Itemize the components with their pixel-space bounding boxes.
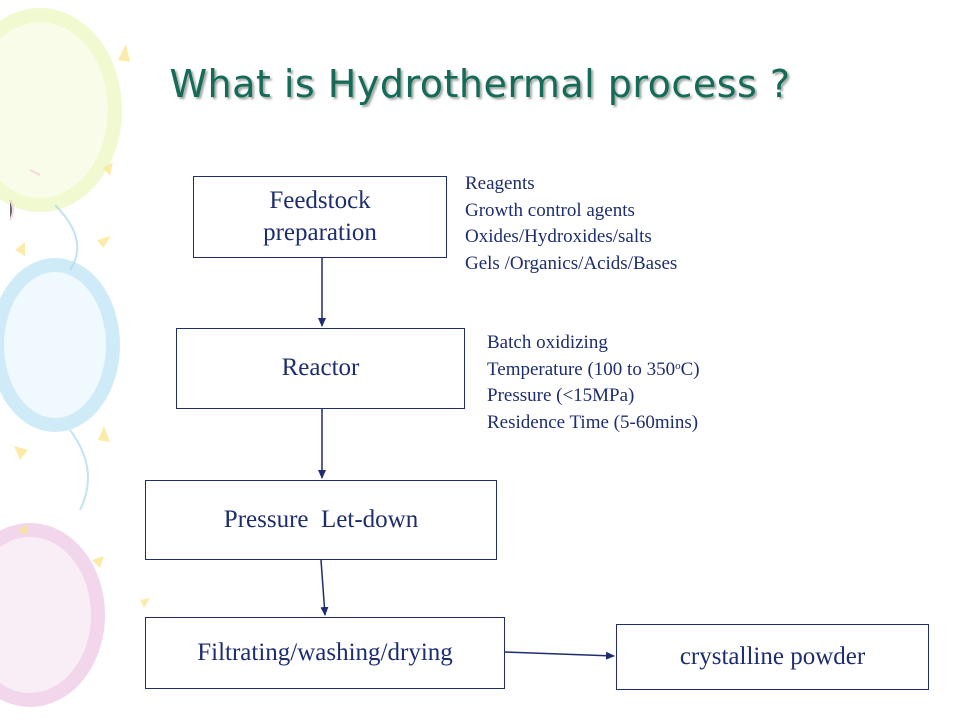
reactor-note-line: Residence Time (5-60mins)	[487, 411, 699, 433]
temperature-text: Temperature (100 to 350	[487, 358, 676, 380]
degree-superscript: o	[675, 359, 681, 372]
feedstock-note-line: Oxides/Hydroxides/salts	[465, 226, 652, 247]
feedstock-note-line: Reagents	[465, 173, 535, 194]
feedstock-label-line1: Feedstock	[269, 186, 371, 214]
filtrating-label: Filtrating/washing/drying	[197, 638, 453, 666]
crystalline-powder-box: crystalline powder	[616, 624, 929, 690]
reactor-box: Reactor	[176, 328, 465, 409]
pressure-let-down-box: Pressure Let-down	[145, 480, 497, 560]
reactor-note-temperature: Temperature (100 to 350oC)	[487, 357, 700, 384]
reactor-notes: Batch oxidizing Temperature (100 to 350o…	[487, 330, 700, 436]
feedstock-label-line2: preparation	[263, 219, 377, 246]
temperature-unit: C)	[680, 358, 700, 380]
feedstock-note-line: Gels /Organics/Acids/Bases	[465, 252, 678, 274]
page-title: What is Hydrothermal process ?	[169, 62, 791, 106]
crystalline-powder-label: crystalline powder	[679, 642, 866, 670]
filtrating-box: Filtrating/washing/drying	[145, 617, 505, 689]
reactor-note-line: Pressure (<15MPa)	[487, 385, 635, 406]
reactor-note-line: Batch oxidizing	[487, 332, 608, 353]
pressure-let-down-label: Pressure Let-down	[223, 505, 419, 533]
feedstock-note-line: Growth control agents	[465, 199, 635, 221]
feedstock-preparation-box: Feedstock preparation	[193, 176, 447, 258]
feedstock-notes: Reagents Growth control agents Oxides/Hy…	[465, 171, 677, 277]
reactor-label: Reactor	[281, 354, 360, 382]
